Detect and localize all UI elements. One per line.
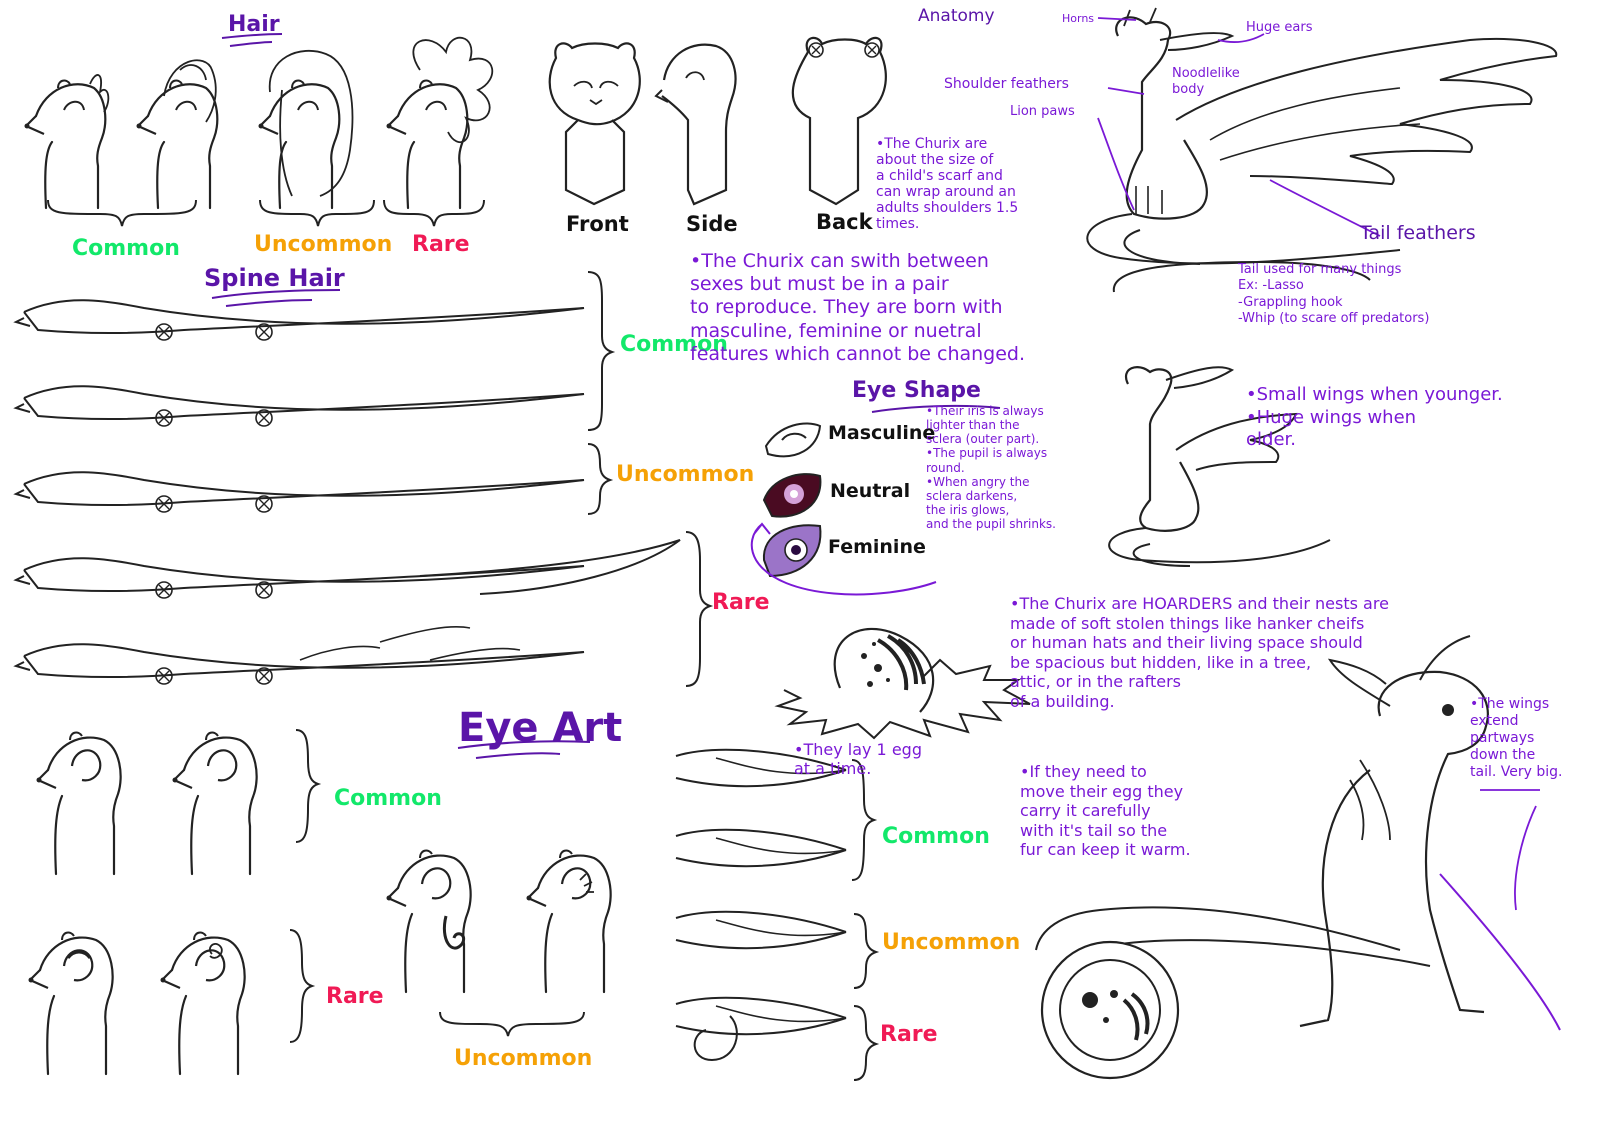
spine-common-brace <box>587 271 616 431</box>
eye-art-rare-1 <box>27 931 114 1076</box>
feminine-label: Feminine <box>828 536 926 558</box>
tail-rare-brace <box>853 1005 880 1081</box>
tail-tip-common-2 <box>675 828 847 868</box>
feminine-eye-icon <box>762 524 822 578</box>
spine-row-2 <box>15 385 585 427</box>
spine-uncommon-brace <box>587 443 614 515</box>
eye-art-common-2 <box>171 731 258 876</box>
eye-art-common-1 <box>35 731 122 876</box>
eye-art-rare-2 <box>159 931 246 1076</box>
lion-paws-label: Lion paws <box>1010 104 1075 119</box>
front-label: Front <box>566 212 629 236</box>
spine-hair-title: Spine Hair <box>204 264 345 292</box>
masculine-label: Masculine <box>828 422 936 444</box>
eye-art-title: Eye Art <box>458 705 623 751</box>
shoulder-feathers-pointer <box>1107 87 1145 95</box>
eye-shape-arrow <box>750 522 937 596</box>
neutral-label: Neutral <box>830 480 911 502</box>
egg-nest-drawing <box>774 627 1031 740</box>
spine-row-5 <box>15 625 585 685</box>
lion-paws-pointer <box>1097 117 1135 211</box>
tail-uncommon-brace <box>853 913 880 989</box>
eye-art-uncommon-label: Uncommon <box>454 1046 593 1071</box>
huge-ears-pointer <box>1217 33 1265 43</box>
egg-note: •They lay 1 egg at a time. <box>794 740 922 779</box>
hair-rare-brace <box>383 199 485 227</box>
anatomy-title: Anatomy <box>918 6 995 26</box>
tail-feathers-pointer <box>1269 179 1381 237</box>
side-bust <box>654 43 737 206</box>
tail-tip-uncommon <box>675 910 847 950</box>
eye-art-uncommon-1 <box>385 849 472 994</box>
neutral-eye-icon <box>762 473 822 518</box>
spine-title-underline <box>211 289 341 307</box>
eye-art-title-underline <box>457 740 591 759</box>
front-bust <box>548 42 641 206</box>
wings-extend-note: •The wings extend partways down the tail… <box>1470 696 1563 781</box>
tail-common-label: Common <box>882 824 990 849</box>
hair-common-label: Common <box>72 236 180 261</box>
hoarders-note: •The Churix are HOARDERS and their nests… <box>1010 594 1389 711</box>
eye-art-uncommon-2 <box>525 849 612 994</box>
masculine-eye-icon <box>764 422 822 458</box>
horns-pointer <box>1097 17 1137 21</box>
carry-egg-drawing <box>1035 635 1561 1031</box>
eye-art-common-label: Common <box>334 786 442 811</box>
spine-row-1 <box>15 299 585 341</box>
anatomy-young-drawing <box>1108 366 1331 567</box>
horns-label: Horns <box>1062 12 1095 25</box>
tail-tip-rare <box>675 996 847 1062</box>
hair-very-rare-head <box>385 36 494 210</box>
eye-shape-title: Eye Shape <box>852 378 981 403</box>
eye-art-rare-label: Rare <box>326 984 384 1009</box>
hair-rare-label: Rare <box>412 232 470 257</box>
hair-title-underline <box>221 33 283 47</box>
noodle-body-label: Noodlelike body <box>1172 66 1240 97</box>
hair-uncommon-head <box>135 59 219 210</box>
sexes-note: •The Churix can swith between sexes but … <box>690 250 1026 365</box>
shoulder-feathers-label: Shoulder feathers <box>944 76 1069 92</box>
spine-rare-label: Rare <box>712 590 770 615</box>
back-label: Back <box>816 210 873 234</box>
hair-common-brace <box>47 199 197 227</box>
eye-shape-title-underline <box>871 404 1001 413</box>
spine-uncommon-label: Uncommon <box>616 462 755 487</box>
tail-common-brace <box>851 759 878 881</box>
wings-note: •Small wings when younger. •Huge wings w… <box>1246 384 1503 450</box>
side-label: Side <box>686 212 738 236</box>
size-note: •The Churix are about the size of a chil… <box>876 136 1019 233</box>
eye-uncommon-brace <box>439 1011 585 1037</box>
spine-common-label: Common <box>620 332 728 357</box>
tail-feathers-label: Tail feathers <box>1360 222 1476 244</box>
hair-common-head <box>23 74 110 210</box>
back-bust <box>791 36 887 206</box>
carry-note: •If they need to move their egg they car… <box>1020 762 1191 860</box>
spine-rare-brace <box>685 531 714 687</box>
wings-extend-pointer <box>1514 805 1537 911</box>
tail-rare-label: Rare <box>880 1022 938 1047</box>
eye-shape-notes: •Their iris is always lighter than the s… <box>926 404 1056 532</box>
hair-uncommon-brace <box>259 199 375 227</box>
anatomy-adult-drawing <box>1086 7 1558 293</box>
spine-row-4 <box>15 539 681 599</box>
hair-title: Hair <box>228 12 280 37</box>
hair-uncommon-label: Uncommon <box>254 232 393 257</box>
tail-uses-note: Tail used for many things Ex: -Lasso -Gr… <box>1238 262 1430 326</box>
tail-uncommon-label: Uncommon <box>882 930 1021 955</box>
carried-egg <box>1040 940 1180 1080</box>
spine-row-3 <box>15 471 585 513</box>
eye-rare-brace <box>289 929 316 1043</box>
huge-ears-label: Huge ears <box>1246 20 1313 35</box>
eye-common-brace <box>295 729 322 843</box>
hair-rare-head <box>257 49 354 210</box>
